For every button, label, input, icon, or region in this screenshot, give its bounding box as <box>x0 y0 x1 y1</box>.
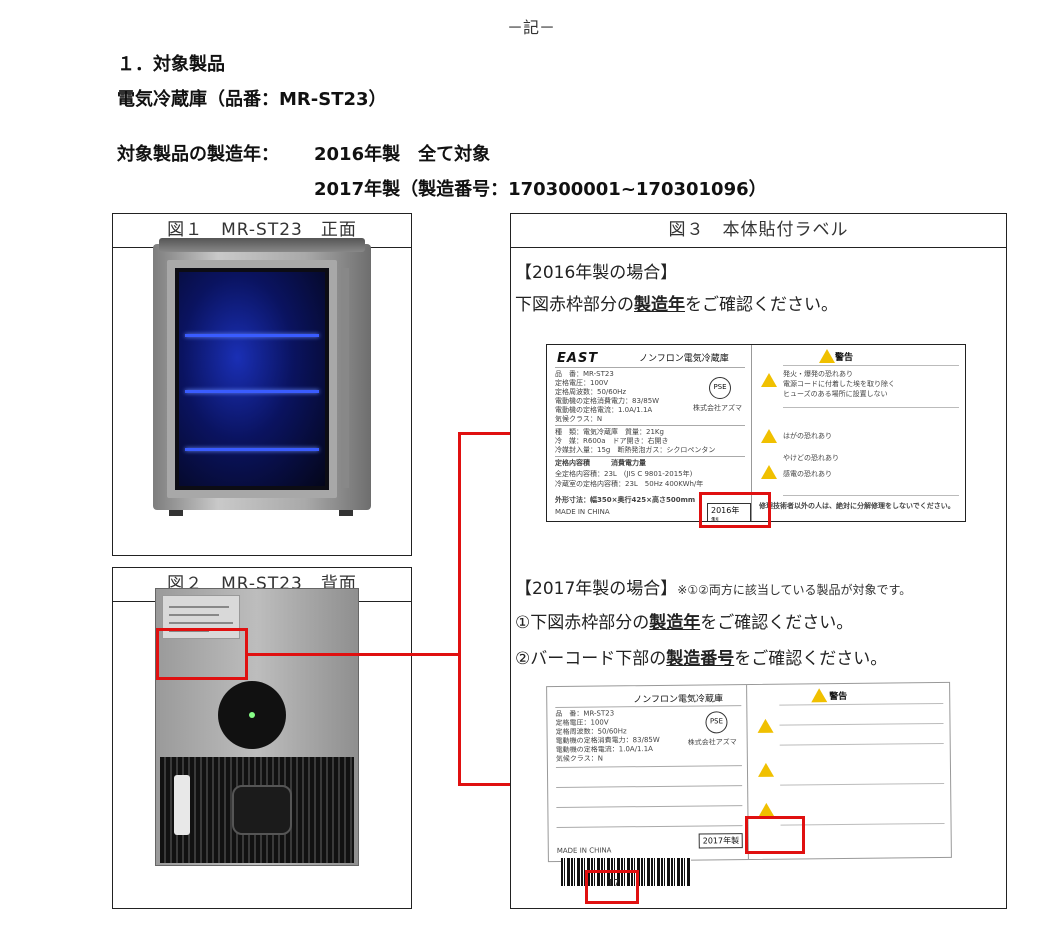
case-2017-instruction-1: ①下図赤枠部分の製造年をご確認ください。 <box>515 613 854 633</box>
connector-lower-branch <box>458 783 528 786</box>
connector-upper-branch <box>458 432 528 435</box>
figure-1-front: 図１ MR-ST23 正面 <box>112 213 412 556</box>
brand-logo: EAST <box>557 351 599 366</box>
warning-icon <box>819 349 835 363</box>
section-title: １．対象製品 <box>117 54 225 75</box>
warning-shock-icon <box>761 465 777 479</box>
fridge-front-photo <box>153 238 371 516</box>
figure-3-caption: 図３ 本体貼付ラベル <box>511 214 1006 248</box>
back-rating-label <box>162 595 240 639</box>
figure-3-labels: 図３ 本体貼付ラベル 【2016年製の場合】 下図赤枠部分の製造年をご確認くださ… <box>510 213 1007 909</box>
warning-fire-icon <box>757 718 774 733</box>
case-2017-note: ※①②両方に該当している製品が対象です。 <box>677 583 912 597</box>
pse-mark-icon: PSE <box>709 377 731 399</box>
connector-vertical <box>458 432 461 786</box>
serial-highlight <box>585 870 639 904</box>
serial-number: 17 <box>607 878 620 889</box>
back-label-highlight <box>156 628 248 680</box>
fridge-back-photo <box>155 588 359 866</box>
connector-horizontal <box>248 653 460 656</box>
years-2017: 2017年製（製造番号：170300001~170301096） <box>314 179 767 200</box>
warning-icon <box>811 688 828 703</box>
pse-mark-icon: PSE <box>705 711 728 734</box>
case-2017-heading: 【2017年製の場合】※①②両方に該当している製品が対象です。 <box>515 579 912 599</box>
case-2016-heading: 【2016年製の場合】 <box>515 263 678 283</box>
fan-icon <box>218 681 286 749</box>
warning-fire-icon <box>761 373 777 387</box>
year-2017-highlight <box>745 816 805 854</box>
warning-shock-icon <box>758 802 775 817</box>
product-line: 電気冷蔵庫（品番：MR-ST23） <box>117 89 387 110</box>
case-2016-instruction: 下図赤枠部分の製造年をご確認ください。 <box>515 295 838 315</box>
years-2016: 2016年製 全て対象 <box>314 144 491 165</box>
warning-injury-icon <box>761 429 777 443</box>
figure-2-back: 図２ MR-ST23 背面 <box>112 567 412 909</box>
year-2016-highlight <box>699 492 771 528</box>
year-stamp-2016: 2016年製 <box>707 503 751 521</box>
case-2017-instruction-2: ②バーコード下部の製造番号をご確認ください。 <box>515 649 888 669</box>
header-mark: －記－ <box>506 18 555 37</box>
warning-injury-icon <box>757 762 775 777</box>
years-label: 対象製品の製造年： <box>117 144 279 165</box>
compressor <box>232 785 292 835</box>
year-stamp-2017: 2017年製 <box>698 833 744 849</box>
